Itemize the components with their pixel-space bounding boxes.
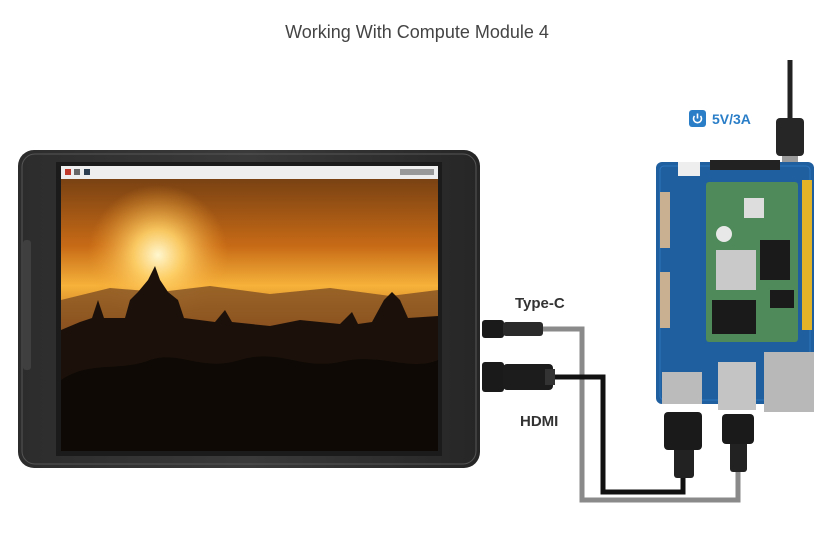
display-screen [61,166,438,451]
hdmi-label: HDMI [520,413,559,430]
type-c-label: Type-C [515,295,565,312]
type-c-cable [503,322,754,503]
display-device [18,150,504,468]
hdmi-cable [503,364,702,495]
power-badge: 5V/3A [689,110,751,127]
power-spec-label: 5V/3A [712,110,751,127]
page-title: Working With Compute Module 4 [285,22,549,42]
power-icon [689,110,706,127]
power-cable [776,60,804,170]
cm4-carrier-board [656,160,814,412]
